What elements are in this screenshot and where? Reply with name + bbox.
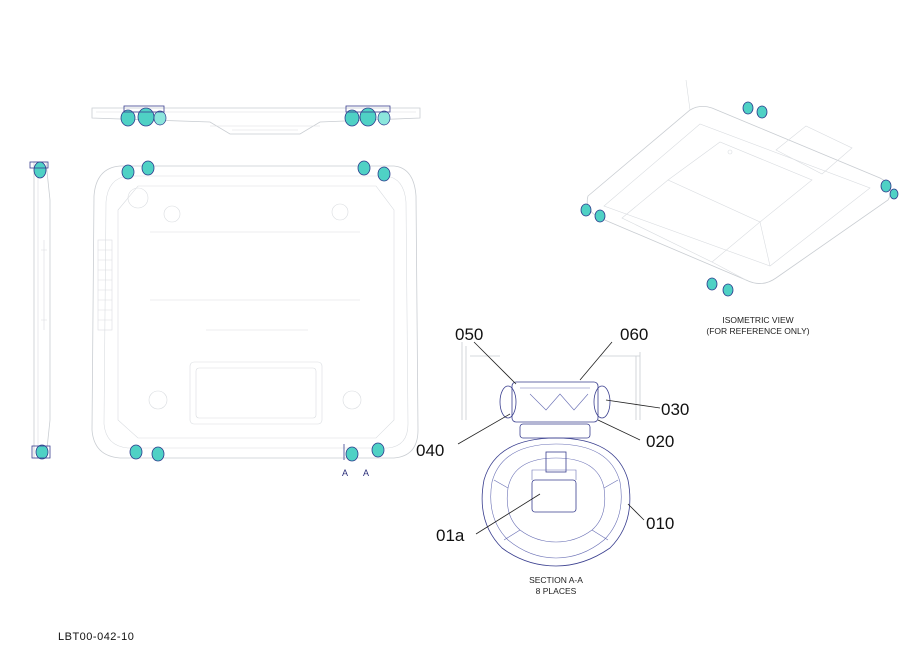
leader-01a <box>475 493 541 535</box>
iso-caption-line1: ISOMETRIC VIEW <box>722 315 793 325</box>
iso-caption-line2: (FOR REFERENCE ONLY) <box>706 326 809 336</box>
foot-plan-tr <box>357 160 391 182</box>
plan-view: A A <box>91 160 419 478</box>
foot-plan-br <box>343 442 385 462</box>
side-edge-view <box>29 161 51 460</box>
leader-060 <box>579 341 613 381</box>
section-caption-line2: 8 PLACES <box>536 586 577 596</box>
section-mark-right: A <box>363 468 369 478</box>
callout-030: 030 <box>661 400 689 419</box>
callout-050: 050 <box>455 325 483 344</box>
foot-top-right <box>344 105 391 127</box>
foot-iso-right <box>880 179 899 200</box>
leader-030 <box>605 399 661 409</box>
callout-060: 060 <box>620 325 648 344</box>
section-mark-left: A <box>342 468 348 478</box>
foot-side-bottom <box>31 444 51 460</box>
isometric-view: ISOMETRIC VIEW (FOR REFERENCE ONLY) <box>580 79 899 336</box>
section-detail: 050 060 030 040 020 010 01a SECTION A-A … <box>416 325 689 596</box>
callout-010: 010 <box>646 514 674 533</box>
leader-040 <box>457 413 511 445</box>
foot-iso-top <box>742 101 768 119</box>
callout-020: 020 <box>646 432 674 451</box>
callout-01a: 01a <box>436 526 465 545</box>
leader-010 <box>627 503 645 521</box>
callout-040: 040 <box>416 441 444 460</box>
top-edge-view <box>91 105 421 135</box>
section-caption-line1: SECTION A-A <box>529 575 583 585</box>
foot-plan-bl <box>129 444 165 462</box>
foot-iso-left <box>580 203 606 223</box>
foot-plan-tl <box>121 160 155 180</box>
leader-050 <box>473 341 517 385</box>
foot-top-left <box>120 105 167 127</box>
drawing-number: LBT00-042-10 <box>58 631 134 643</box>
foot-side-top <box>29 161 49 179</box>
leader-020 <box>597 419 641 441</box>
foot-iso-bottom <box>706 277 734 297</box>
